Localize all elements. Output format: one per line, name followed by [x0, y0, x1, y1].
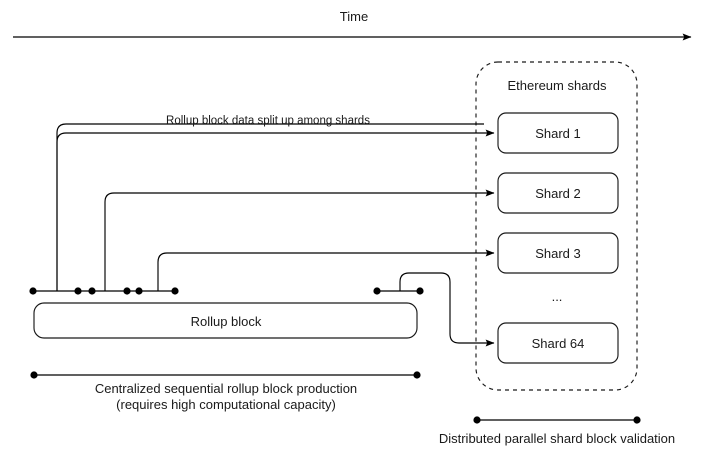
left-span-measure: Centralized sequential rollup block prod… — [30, 371, 421, 412]
tick-dot-5 — [135, 287, 143, 295]
shard-3-label: Shard 3 — [535, 246, 581, 261]
ethereum-shards-group: Ethereum shards Shard 1 Shard 2 Shard 3 … — [475, 61, 638, 391]
tick-dot-7 — [373, 287, 381, 295]
left-span-dot-start — [30, 371, 38, 379]
shards-ellipsis: ... — [552, 289, 563, 304]
connector-shard-1-elbow — [56, 123, 484, 291]
rollup-block-label: Rollup block — [191, 314, 262, 329]
shard-1-rect[interactable] — [497, 112, 619, 154]
right-span-dot-start — [473, 416, 481, 424]
tick-dot-2 — [74, 287, 82, 295]
right-span-measure: Distributed parallel shard block validat… — [439, 416, 675, 446]
shard-connectors — [56, 129, 495, 347]
rollup-timeline-ticks — [29, 287, 424, 295]
tick-dot-1 — [29, 287, 37, 295]
left-span-dot-end — [413, 371, 421, 379]
right-span-dot-end — [633, 416, 641, 424]
shard-box-2[interactable]: Shard 2 — [497, 172, 619, 214]
split-label: Rollup block data split up among shards — [166, 115, 370, 127]
right-caption: Distributed parallel shard block validat… — [439, 431, 675, 446]
shard-64-rect[interactable] — [497, 322, 619, 364]
shard-64-label: Shard 64 — [532, 336, 585, 351]
tick-dot-4 — [123, 287, 131, 295]
connector-rollup-to-shard-2 — [104, 189, 495, 291]
shard-3-rect[interactable] — [497, 232, 619, 274]
left-caption-line-1: Centralized sequential rollup block prod… — [95, 381, 357, 396]
shard-box-64[interactable]: Shard 64 — [497, 322, 619, 364]
tick-dot-3 — [88, 287, 96, 295]
shard-box-3[interactable]: Shard 3 — [497, 232, 619, 274]
time-axis-label: Time — [340, 9, 368, 24]
tick-dot-6 — [171, 287, 179, 295]
shard-2-label: Shard 2 — [535, 186, 581, 201]
shard-2-rect[interactable] — [497, 172, 619, 214]
ethereum-shards-title: Ethereum shards — [508, 78, 607, 93]
rollup-block[interactable]: Rollup block — [33, 302, 418, 339]
left-caption-line-2: (requires high computational capacity) — [116, 397, 336, 412]
shard-1-label: Shard 1 — [535, 126, 581, 141]
rollup-block-rect[interactable] — [33, 302, 418, 339]
tick-dot-8 — [416, 287, 424, 295]
ethereum-shards-container — [475, 61, 638, 391]
connector-rollup-to-shard-64 — [399, 272, 495, 347]
connector-rollup-to-shard-1 — [56, 129, 495, 291]
connector-to-shard-1 — [56, 123, 484, 291]
time-axis: Time — [13, 9, 692, 41]
shard-box-1[interactable]: Shard 1 — [497, 112, 619, 154]
connector-rollup-to-shard-3 — [157, 249, 495, 291]
